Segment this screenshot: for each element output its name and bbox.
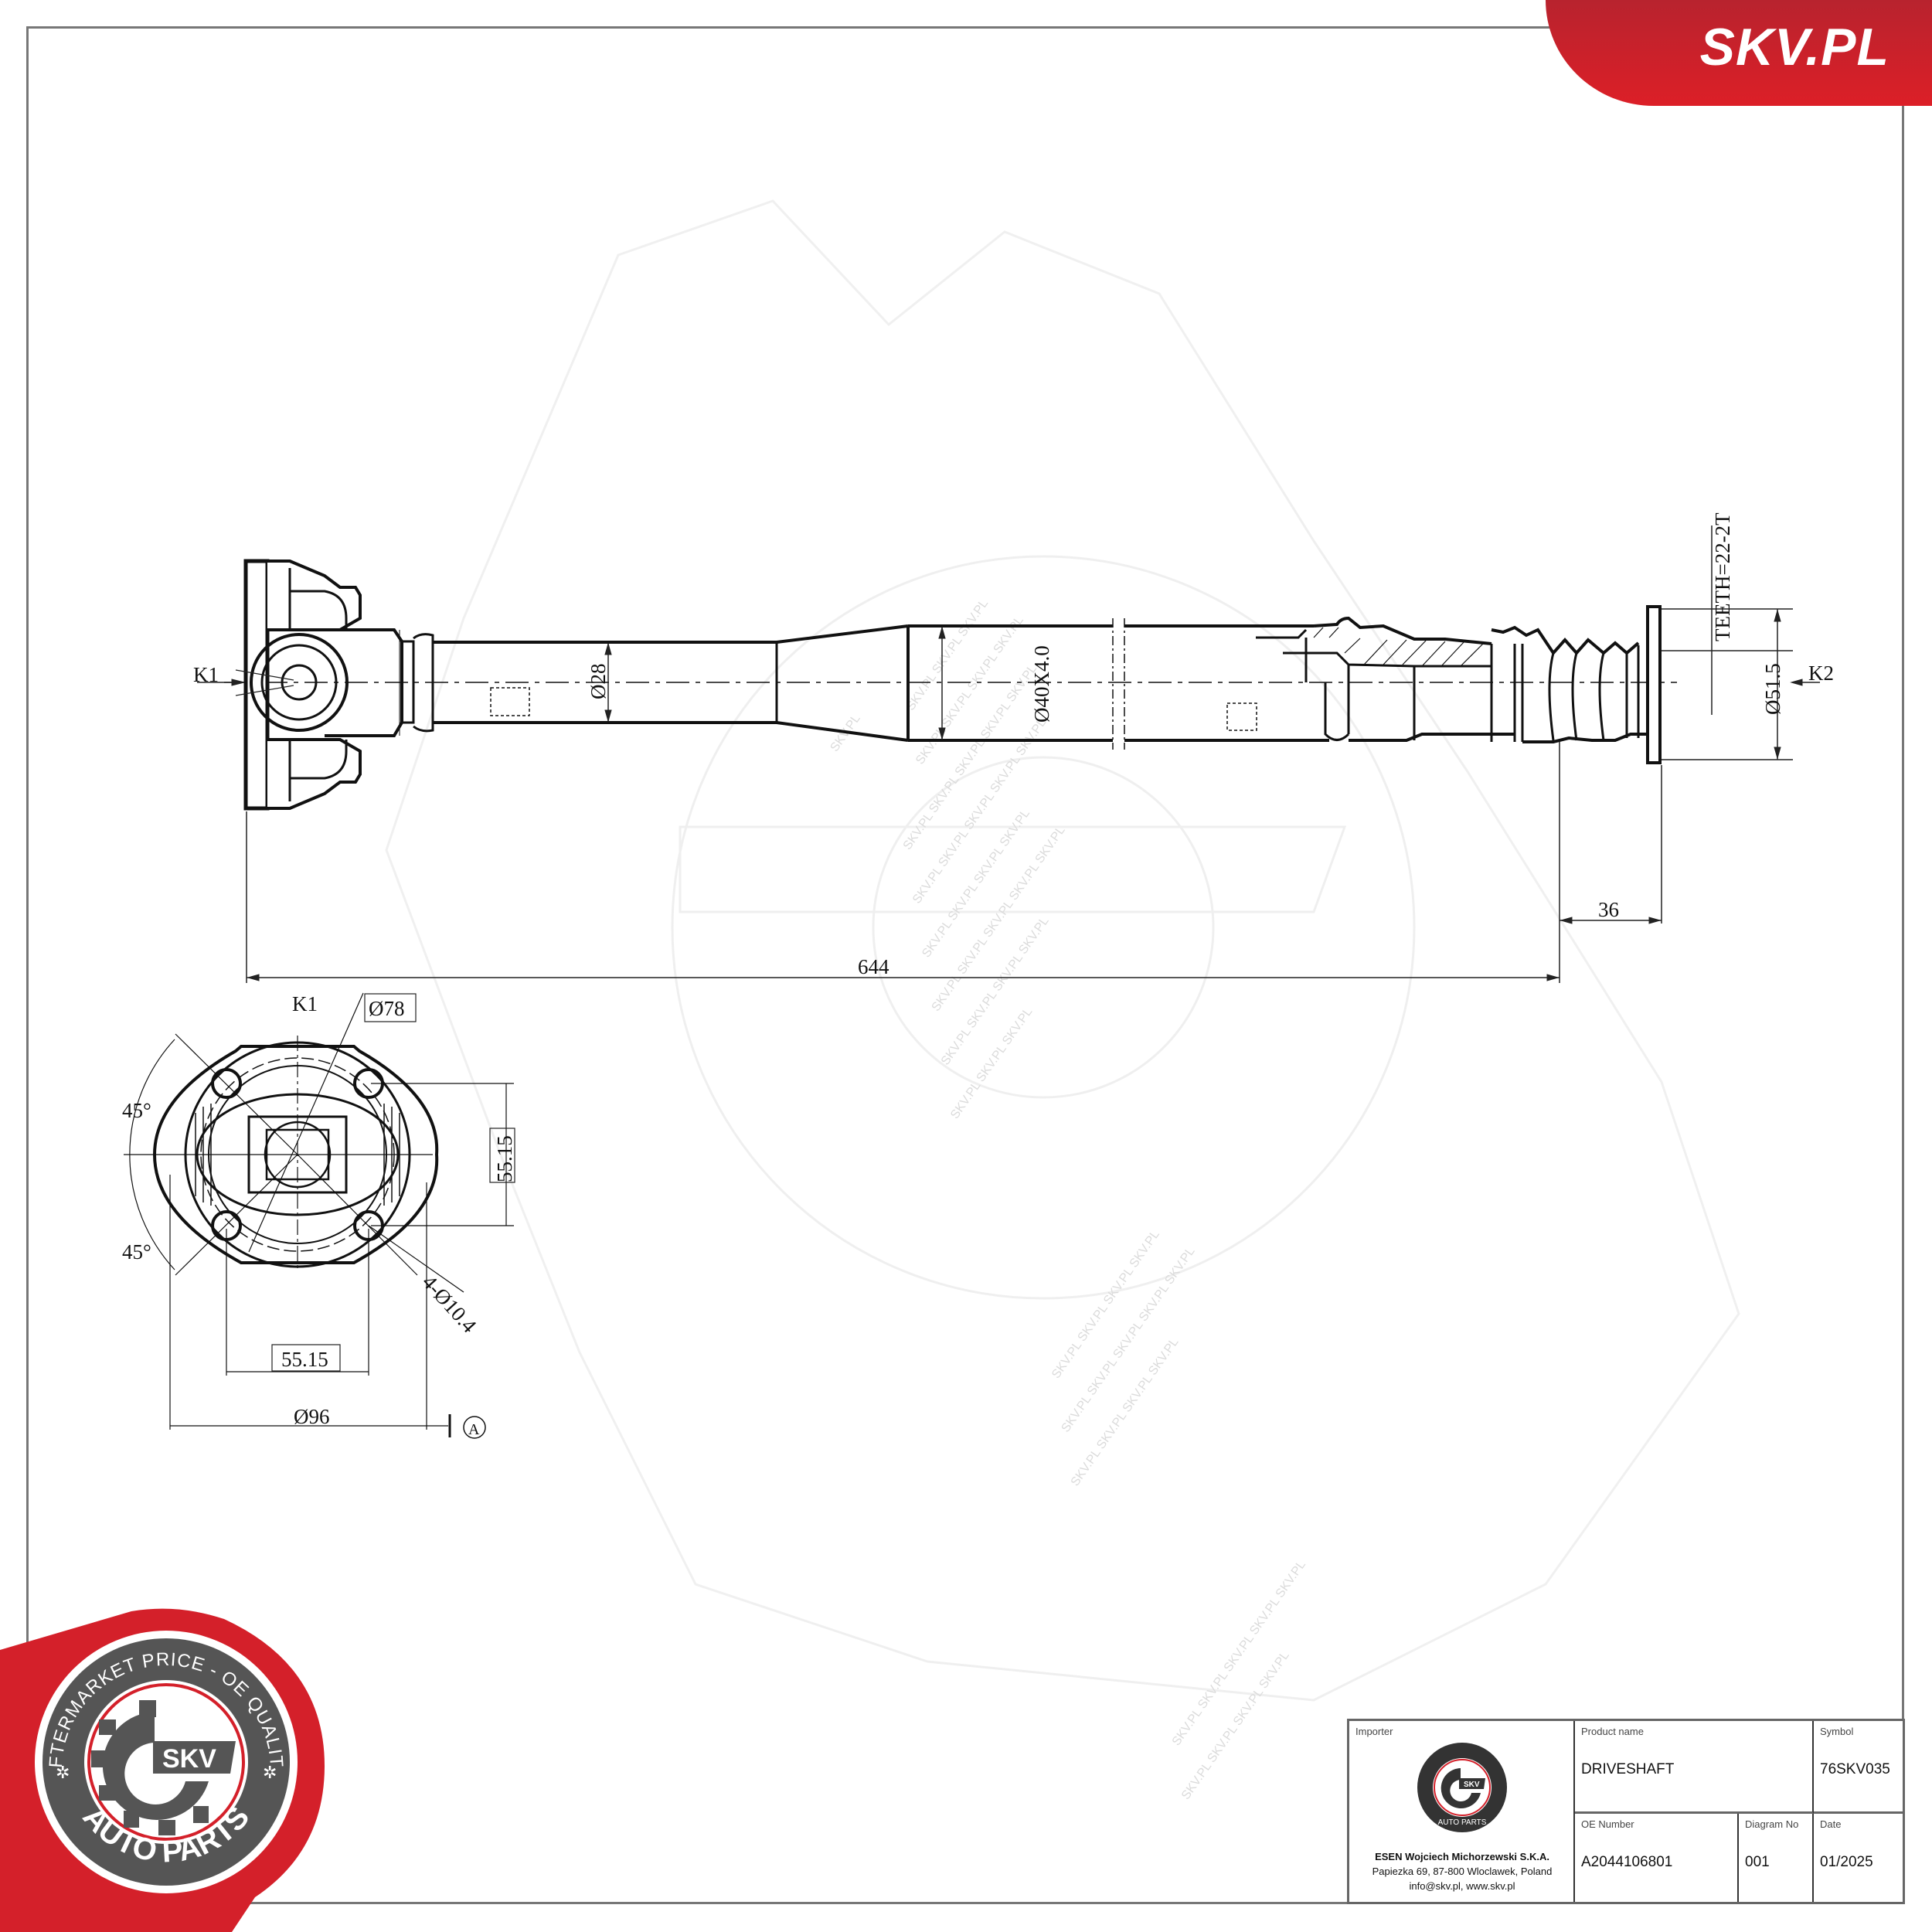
len-36-label: 36 (1598, 898, 1619, 921)
symbol-label: Symbol (1820, 1726, 1854, 1737)
product-name-value: DRIVESHAFT (1581, 1761, 1675, 1777)
date-cell: Date 01/2025 (1814, 1814, 1903, 1902)
pcd-vertical-box (489, 1128, 515, 1183)
pcd-horizontal-box (271, 1344, 341, 1372)
dia-78-label: Ø78 (369, 997, 405, 1020)
oe-number-label: OE Number (1581, 1818, 1634, 1830)
angle-bottom-label: 45° (122, 1240, 151, 1264)
k1-view-title: K1 (292, 992, 318, 1015)
importer-cell: Importer SKV AUTO PARTS ESEN Wojciech Mi… (1349, 1721, 1575, 1902)
len-644-label: 644 (858, 955, 889, 978)
pcd-horizontal-label: 55.15 (281, 1348, 328, 1371)
svg-text:SKV: SKV (1464, 1781, 1480, 1789)
symbol-value: 76SKV035 (1820, 1761, 1890, 1777)
importer-address: Papiezka 69, 87-800 Wloclawek, Poland (1372, 1866, 1553, 1877)
dia-96-label: Ø96 (294, 1405, 330, 1428)
oe-number-value: A2044106801 (1581, 1854, 1673, 1870)
k1-end-view-labels: K1 Ø78 45° 45° 55.15 55.15 4-Ø10.4 Ø96 A (122, 992, 516, 1438)
dia-28-label: Ø28 (587, 664, 610, 700)
brand-banner: SKV.PL (1546, 0, 1932, 106)
angle-top-label: 45° (122, 1099, 151, 1122)
k1-label: K1 (193, 663, 219, 686)
product-name-label: Product name (1581, 1726, 1644, 1737)
importer-company: ESEN Wojciech Michorzewski S.K.A. (1375, 1851, 1549, 1862)
importer-details: ESEN Wojciech Michorzewski S.K.A. Papiez… (1349, 1849, 1575, 1893)
importer-logo: SKV AUTO PARTS (1417, 1743, 1507, 1832)
symbol-cell: Symbol 76SKV035 (1814, 1721, 1903, 1814)
star-icon: ✲ (263, 1763, 277, 1782)
dia-78-box (364, 993, 417, 1022)
star-icon: ✲ (56, 1763, 70, 1782)
brand-site-label: SKV.PL (1699, 18, 1889, 77)
date-label: Date (1820, 1818, 1842, 1830)
k1-end-view (124, 992, 514, 1439)
diagram-no-value: 001 (1745, 1854, 1770, 1870)
dia-51-5-label: Ø51.5 (1761, 663, 1784, 715)
pcd-vertical-label: 55.15 (493, 1135, 516, 1182)
quality-badge: SKV AFTERMARKET PRICE - OE QUALITY AUTO … (0, 1604, 325, 1932)
svg-text:SKV.PL SKV.PL SKV.PL: SKV.PL SKV.PL SKV.PL (904, 597, 991, 713)
date-value: 01/2025 (1820, 1854, 1873, 1870)
k2-label: K2 (1808, 662, 1834, 685)
side-view-labels: K1 K2 Ø28 Ø40X4.0 TEETH=22-2T Ø51.5 36 6… (193, 512, 1834, 978)
drawing-frame (26, 26, 1904, 1904)
importer-contact: info@skv.pl, www.skv.pl (1409, 1880, 1515, 1892)
svg-text:SKV.PL SKV.PL SKV.PL: SKV.PL SKV.PL SKV.PL (948, 1005, 1035, 1121)
side-view-dimensions (197, 526, 1820, 983)
title-block: Importer SKV AUTO PARTS ESEN Wojciech Mi… (1347, 1719, 1905, 1904)
dia-40x4-label: Ø40X4.0 (1030, 645, 1053, 723)
svg-text:AUTO PARTS: AUTO PARTS (1438, 1818, 1487, 1827)
badge-logo-text: SKV (162, 1744, 216, 1774)
importer-label: Importer (1355, 1726, 1393, 1737)
teeth-label: TEETH=22-2T (1711, 512, 1734, 641)
datum-a-label: A (468, 1421, 480, 1438)
oe-number-cell: OE Number A2044106801 (1575, 1814, 1739, 1902)
holes-label: 4-Ø10.4 (418, 1270, 481, 1338)
driveshaft-side-view (224, 559, 1677, 811)
diagram-no-label: Diagram No (1745, 1818, 1799, 1830)
diagram-no-cell: Diagram No 001 (1739, 1814, 1814, 1902)
product-name-cell: Product name DRIVESHAFT (1575, 1721, 1814, 1814)
watermark: SKV.PL SKV.PL SKV.PL SKV.PL SKV.PL SKV.P… (385, 199, 1740, 1802)
